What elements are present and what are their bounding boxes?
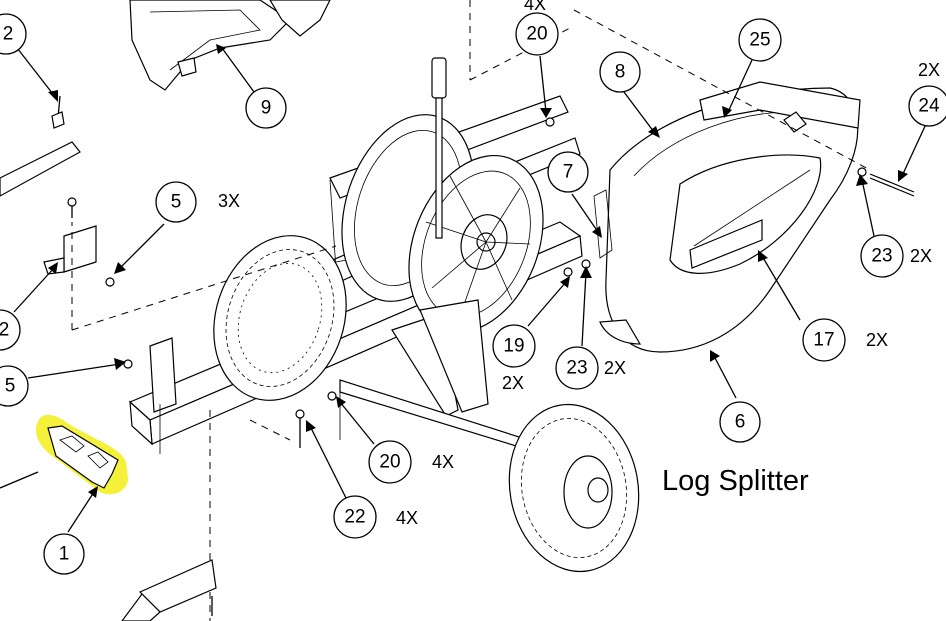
- callout-24: 24: [908, 85, 946, 127]
- callout-8: 8: [599, 51, 641, 93]
- callout-7: 7: [547, 151, 589, 193]
- callout-6: 6: [719, 401, 761, 443]
- callout-9: 9: [245, 87, 287, 129]
- svg-text:23: 23: [871, 246, 892, 267]
- qty-label: 2X: [866, 330, 888, 350]
- qty-label: 2X: [910, 246, 932, 266]
- callout-23-right: 23: [860, 234, 904, 278]
- svg-text:20: 20: [526, 24, 547, 45]
- front-wheel: [508, 403, 640, 573]
- svg-text:6: 6: [735, 412, 746, 433]
- callout-1: 1: [43, 533, 85, 575]
- left-rail: [0, 95, 97, 275]
- svg-text:20: 20: [379, 452, 400, 473]
- rear-tire: [213, 235, 347, 401]
- callout-23-mid: 23: [555, 346, 599, 390]
- qty-label: 3X: [218, 191, 240, 211]
- qty-label: 2X: [604, 358, 626, 378]
- bottom-parts: [121, 559, 217, 621]
- svg-text:9: 9: [261, 98, 272, 119]
- svg-text:2: 2: [0, 320, 9, 341]
- guard-part-9: [129, 0, 331, 91]
- svg-text:19: 19: [503, 336, 524, 357]
- callout-20-bottom: 20: [368, 440, 412, 484]
- stand-axle: [339, 299, 563, 461]
- svg-text:1: 1: [59, 544, 70, 565]
- leader-lines: [13, 43, 927, 533]
- diagram-title: Log Splitter: [662, 465, 809, 497]
- svg-text:2: 2: [3, 24, 14, 45]
- qty-label: 4X: [524, 0, 546, 14]
- callout-5-lower: 5: [0, 365, 29, 407]
- callout-19: 19: [492, 324, 536, 368]
- callout-2-mid: 2: [0, 309, 21, 351]
- svg-text:7: 7: [563, 162, 574, 183]
- svg-text:5: 5: [171, 192, 182, 213]
- svg-text:24: 24: [918, 96, 940, 117]
- part-1-bracket: [0, 425, 119, 489]
- callout-5-upper: 5: [155, 181, 197, 223]
- svg-text:8: 8: [615, 62, 626, 83]
- callout-22: 22: [333, 495, 377, 539]
- handle: [431, 57, 447, 239]
- bolt-24: [857, 167, 915, 197]
- callout-20-top: 20: [515, 12, 559, 56]
- svg-text:25: 25: [749, 30, 770, 51]
- callout-17: 17: [802, 318, 846, 362]
- svg-text:22: 22: [344, 507, 365, 528]
- qty-label: 2X: [918, 60, 940, 80]
- qty-label: 2X: [502, 373, 524, 393]
- svg-text:17: 17: [813, 330, 834, 351]
- qty-label: 4X: [432, 452, 454, 472]
- callout-25: 25: [738, 18, 782, 62]
- svg-text:23: 23: [566, 358, 587, 379]
- qty-label: 4X: [396, 508, 418, 528]
- svg-text:5: 5: [5, 376, 16, 397]
- callout-2-top: 2: [0, 13, 27, 55]
- cover-part-6: [593, 81, 861, 353]
- hardware: [105, 117, 591, 448]
